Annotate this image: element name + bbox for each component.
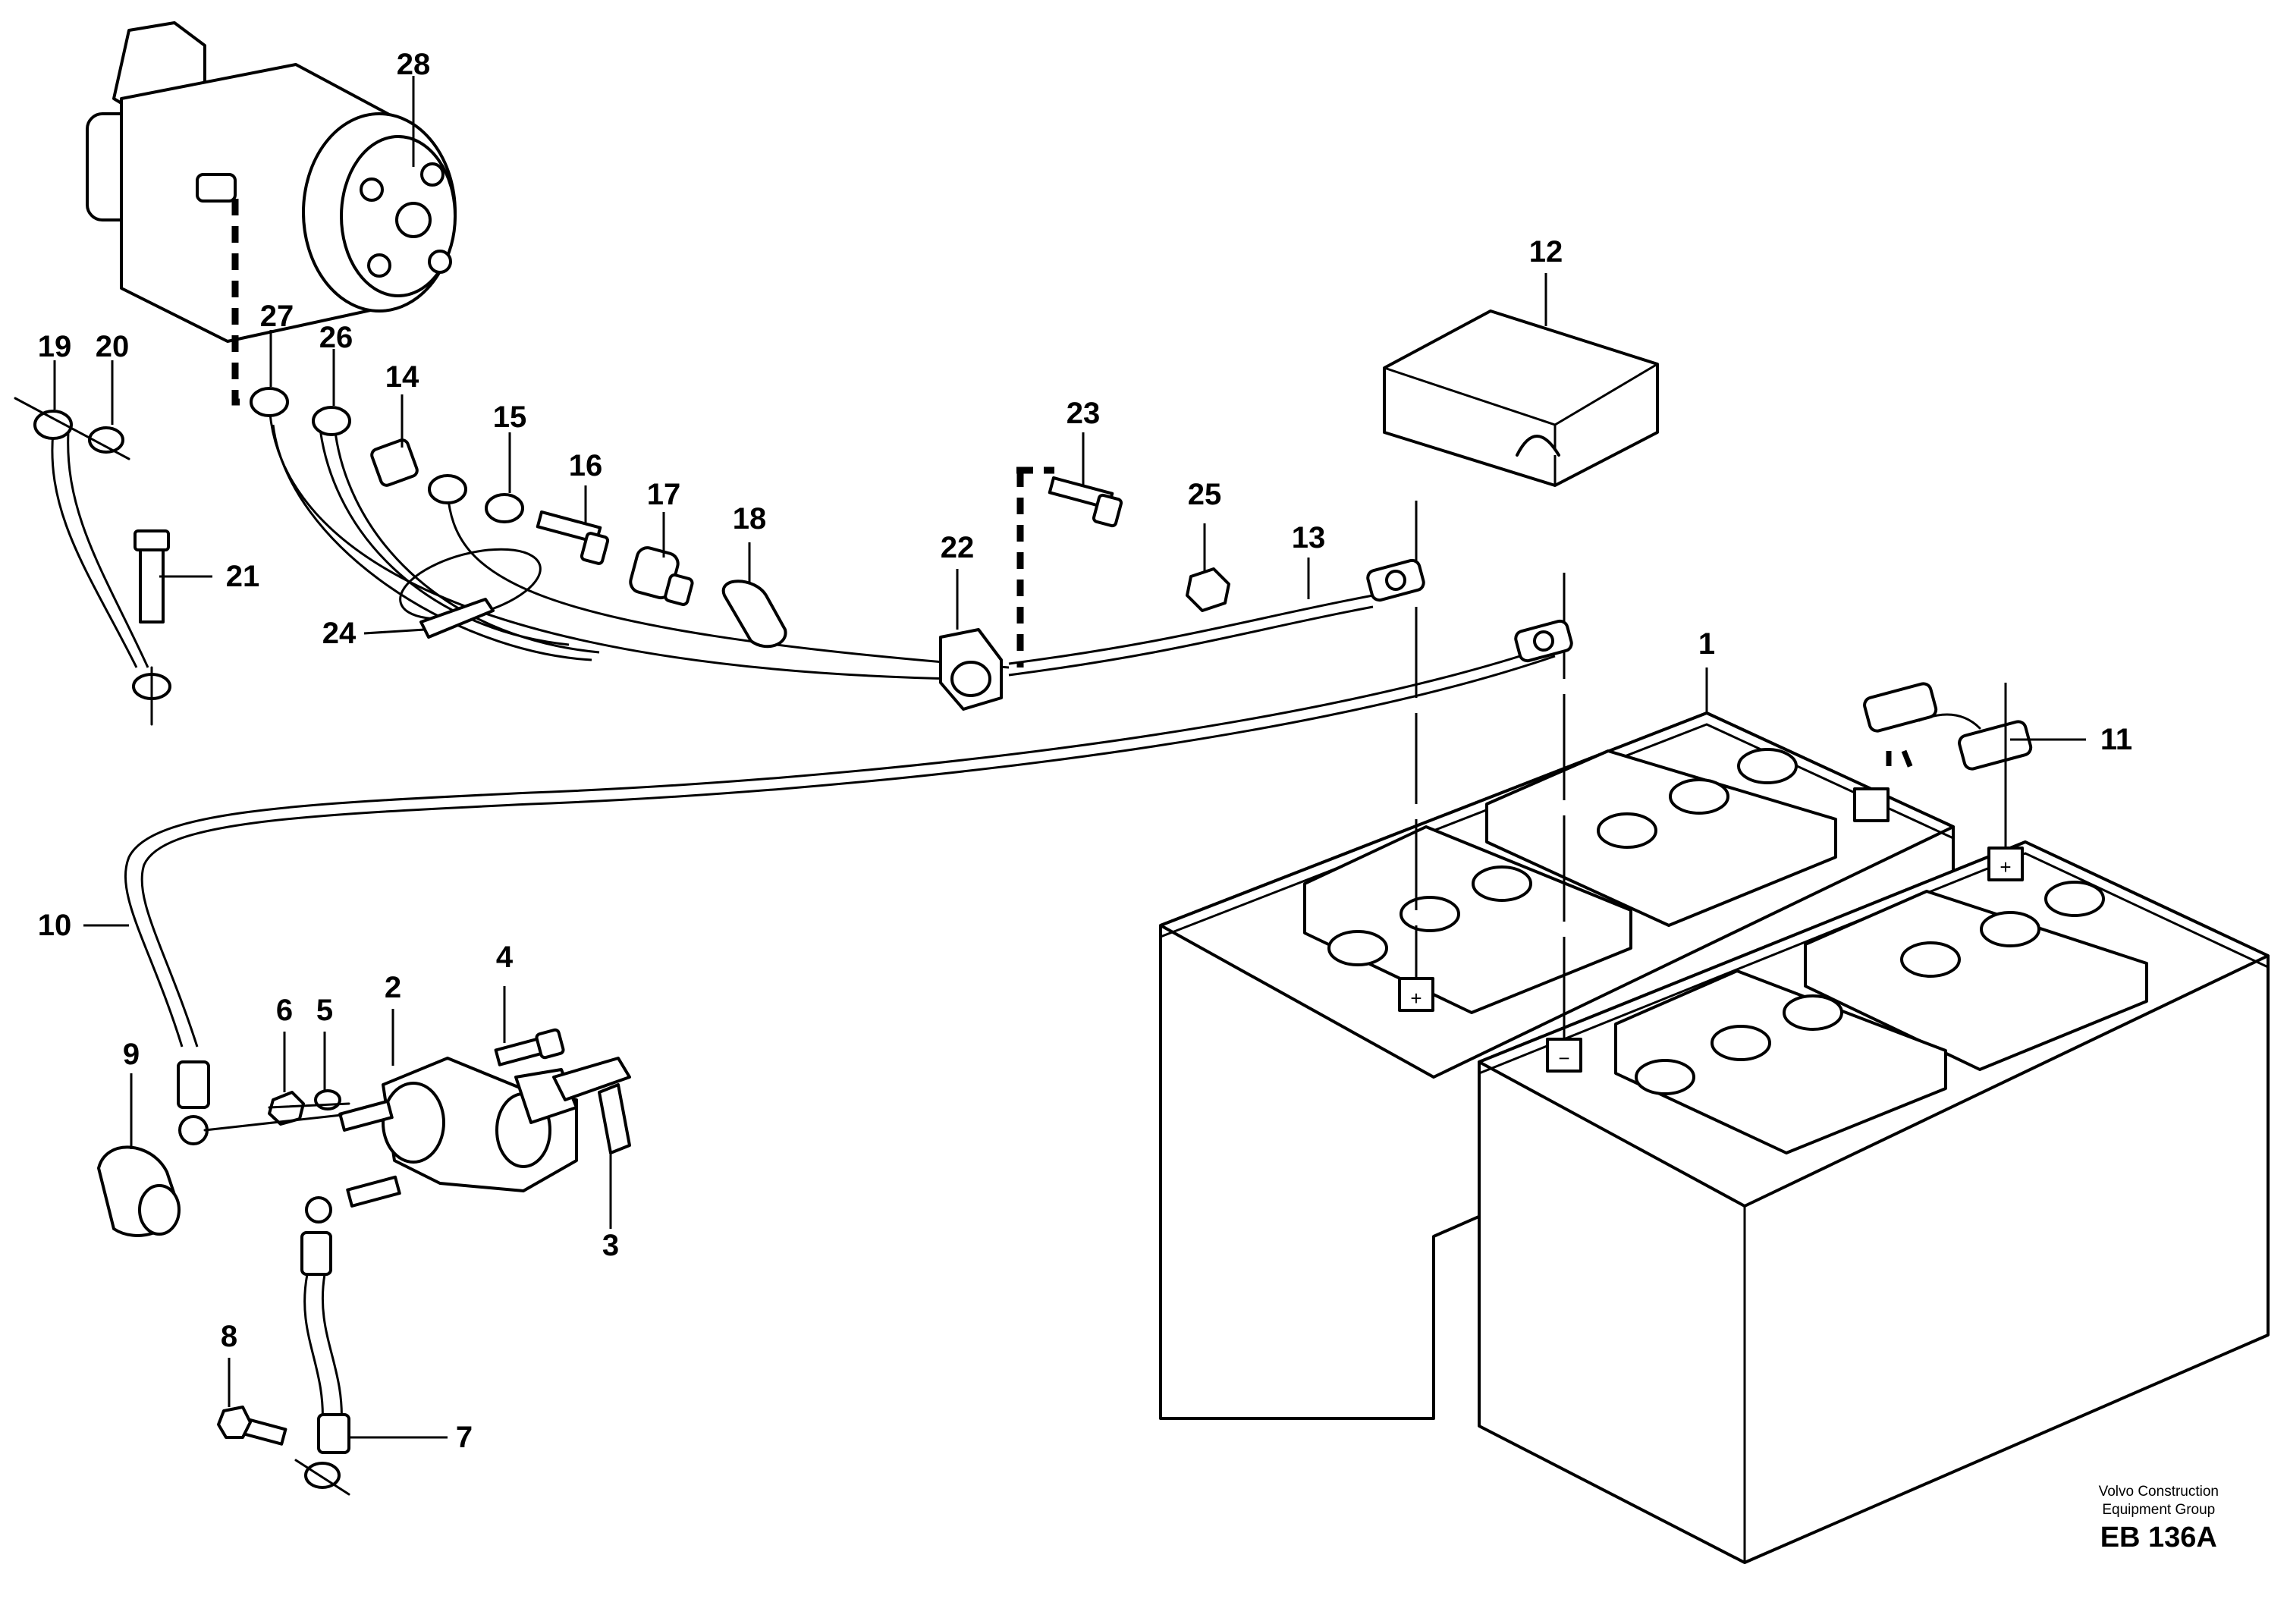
callout-21: 21 — [226, 560, 260, 593]
callout-10: 10 — [38, 909, 72, 942]
terminal-positive-rear: + — [1398, 977, 1434, 1012]
credit-line-1: Volvo Construction — [2098, 1484, 2219, 1500]
callout-13: 13 — [1292, 521, 1326, 554]
screw-23 — [1048, 476, 1123, 528]
washer-5 — [314, 1089, 341, 1110]
cable-lug-lower — [1514, 619, 1573, 663]
callout-3: 3 — [602, 1229, 619, 1262]
publisher-credit: Volvo Construction Equipment Group EB 13… — [2099, 1483, 2219, 1556]
callout-6: 6 — [276, 994, 293, 1027]
nut-14 — [370, 438, 419, 487]
callout-15: 15 — [493, 401, 527, 434]
terminal-negative-front: − — [1546, 1038, 1582, 1073]
callout-4: 4 — [496, 941, 514, 974]
battery-clamp-connector — [1863, 682, 2033, 771]
terminal-negative-rear — [1853, 787, 1890, 822]
terminal-17 — [629, 546, 694, 606]
callout-16: 16 — [569, 449, 603, 482]
terminal-stud-lower — [346, 1175, 401, 1208]
bolt-21 — [134, 529, 170, 624]
callout-19: 19 — [38, 330, 72, 363]
credit-line-2: Equipment Group — [2102, 1502, 2216, 1518]
battery-front: − + — [1478, 840, 2270, 1564]
washer-15 — [485, 493, 524, 523]
callout-25: 25 — [1188, 478, 1222, 511]
callout-23: 23 — [1067, 397, 1101, 430]
washer-15-a — [428, 474, 467, 504]
callout-7: 7 — [456, 1421, 473, 1454]
callout-2: 2 — [385, 971, 401, 1004]
callout-8: 8 — [221, 1320, 237, 1353]
battery-caps-front — [1635, 881, 2105, 1095]
lever-3 — [552, 1057, 631, 1154]
callout-1: 1 — [1698, 627, 1715, 661]
bolt-8 — [217, 1406, 287, 1446]
starter-motor — [86, 21, 457, 343]
callout-5: 5 — [316, 994, 333, 1027]
washer-27 — [250, 387, 289, 417]
callout-28: 28 — [397, 48, 431, 81]
battery-terminal-cover — [1383, 309, 1659, 487]
start-solenoid-2 — [382, 1057, 578, 1192]
ground-cable — [124, 643, 1556, 1145]
callout-9: 9 — [123, 1038, 140, 1071]
terminal-boot-9 — [97, 1145, 181, 1237]
callout-17: 17 — [647, 478, 681, 511]
callout-14: 14 — [385, 360, 419, 394]
callout-12: 12 — [1529, 235, 1563, 269]
cable-lug-upper — [1366, 558, 1425, 602]
cable-clip-22 — [939, 628, 1003, 711]
ground-strap-7 — [294, 1196, 350, 1496]
nut-25 — [1186, 567, 1230, 612]
boot-axis-line — [203, 1114, 343, 1132]
callout-20: 20 — [96, 330, 130, 363]
terminal-plus-label: + — [1410, 987, 1422, 1010]
callout-22: 22 — [941, 531, 975, 564]
solenoid-axis-line — [268, 1102, 350, 1109]
callout-labels: 28 19 20 27 26 14 15 16 17 18 23 12 25 1… — [38, 48, 2132, 1454]
terminal-boot-18 — [721, 580, 787, 649]
terminal-plus-label-front: + — [2000, 856, 2011, 878]
callout-18: 18 — [733, 502, 767, 536]
bolt-4 — [494, 1028, 565, 1066]
callout-24: 24 — [322, 617, 357, 650]
callout-leaders — [53, 76, 2086, 1439]
callout-26: 26 — [319, 321, 353, 354]
terminal-stud-upper — [338, 1099, 394, 1132]
terminal-positive-front: + — [1987, 847, 2024, 881]
illustration-code: EB 136A — [2100, 1522, 2217, 1553]
main-cable-harness — [268, 401, 1374, 680]
callout-27: 27 — [260, 300, 294, 333]
terminal-minus-label: − — [1558, 1047, 1569, 1070]
battery-strap — [14, 397, 171, 726]
washer-26 — [312, 406, 351, 436]
cable-tie-24 — [399, 548, 542, 639]
callout-11: 11 — [2100, 723, 2132, 756]
clip-bolt-dash — [1016, 466, 1054, 668]
screw-16 — [536, 510, 610, 565]
